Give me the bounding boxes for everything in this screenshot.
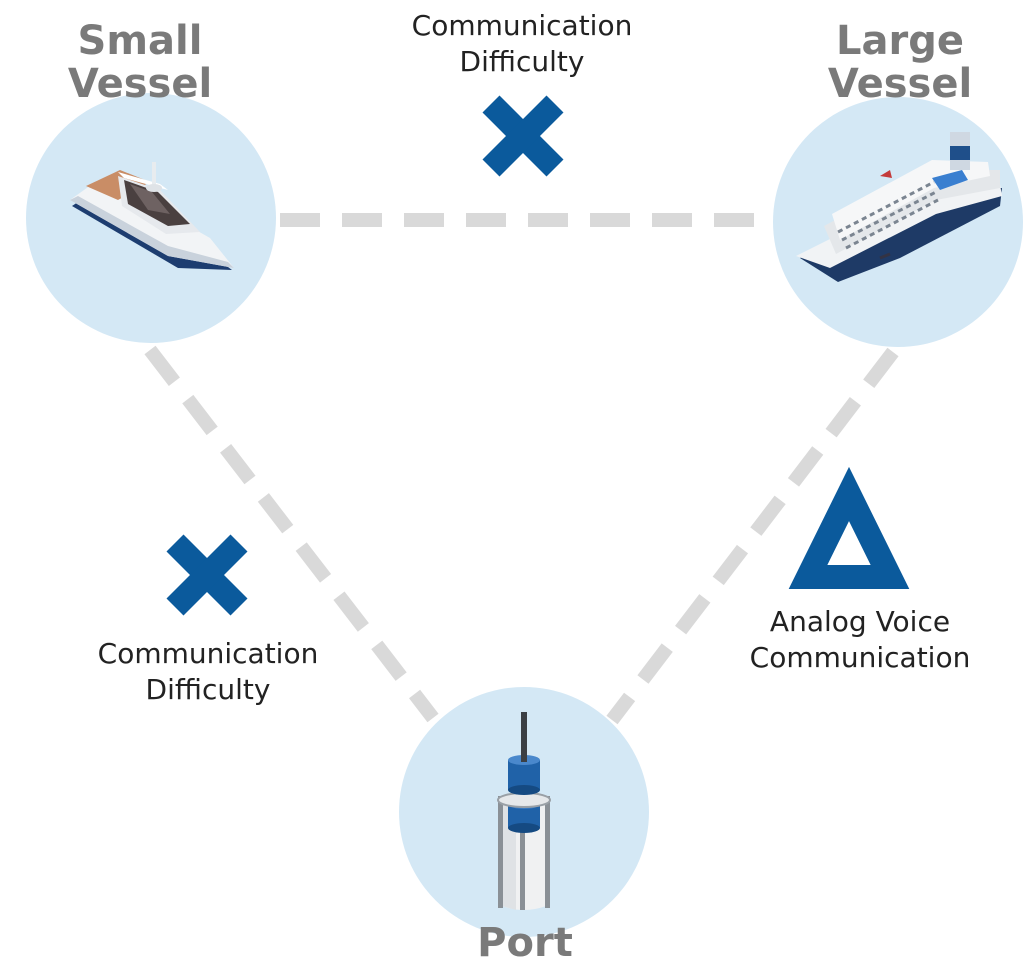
cross-icon (166, 534, 248, 616)
triangle-icon (788, 466, 910, 589)
small-vessel-label-line1: Small (77, 18, 203, 64)
link-label-large-port-line2: Communication (749, 641, 971, 674)
port-antenna-icon (497, 712, 551, 910)
small-vessel-label: Small Vessel (40, 20, 240, 106)
link-label-small-port: Communication Difficulty (58, 636, 358, 708)
link-label-small-large-line1: Communication (411, 9, 633, 42)
port-label: Port (425, 922, 625, 965)
cross-icon (482, 95, 564, 177)
port-label-text: Port (477, 920, 573, 966)
link-label-large-port-line1: Analog Voice (769, 605, 951, 638)
large-vessel-label-line1: Large (836, 18, 964, 64)
connector-large-port (606, 347, 899, 725)
link-label-small-port-line1: Communication (97, 637, 319, 670)
large-vessel-label: Large Vessel (800, 20, 1000, 106)
cruise-ship-icon (796, 132, 1002, 282)
link-label-small-port-line2: Difficulty (145, 673, 271, 706)
small-vessel-label-line2: Vessel (67, 61, 213, 107)
link-label-small-large-line2: Difficulty (459, 45, 585, 78)
connector-small-port (144, 345, 439, 723)
link-label-large-port: Analog Voice Communication (710, 604, 1010, 676)
large-vessel-label-line2: Vessel (827, 61, 973, 107)
connectors (144, 213, 899, 725)
small-boat-icon (70, 162, 234, 270)
link-label-small-large: Communication Difficulty (372, 8, 672, 80)
